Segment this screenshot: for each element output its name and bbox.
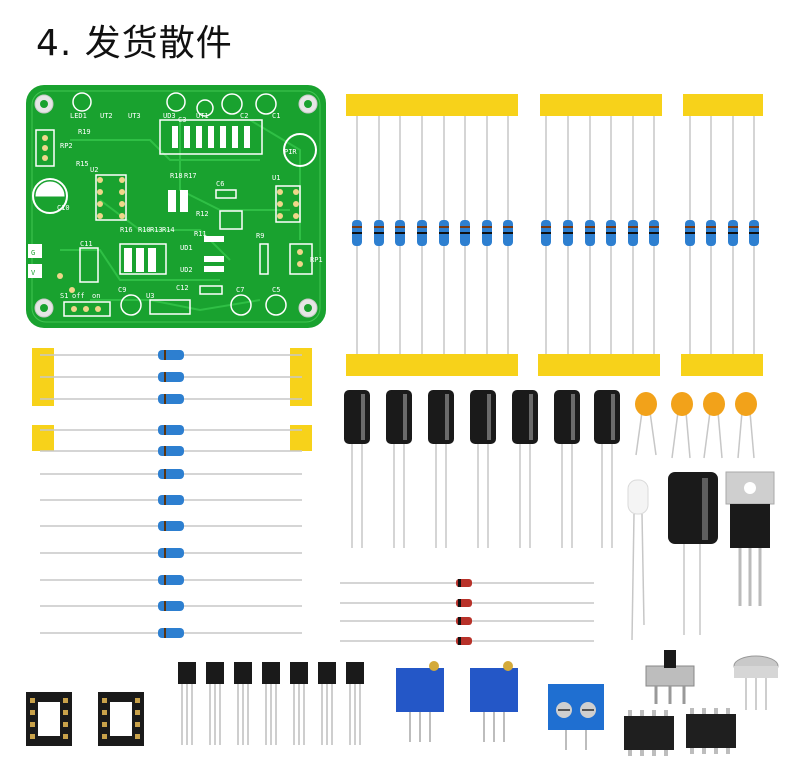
pcb-label: C5 [272,286,280,294]
slide-switch [645,650,695,704]
pcb-label: G [31,249,35,257]
ceramic-capacitors [635,392,757,459]
large-electrolytic-capacitor [668,472,718,635]
pcb-label: R16 [120,226,133,234]
ic-sockets [26,692,144,746]
pcb-label: V [31,269,36,277]
pcb-label: R15 [76,160,89,168]
transistors [178,662,364,745]
pcb-label: RP2 [60,142,73,150]
voltage-regulator [725,471,775,606]
pcb-label: UT3 [128,112,141,120]
pcb-label: C9 [118,286,126,294]
pcb-label: off [72,292,85,300]
pcb-label: C3 [178,116,186,124]
pcb-label: R14 [162,226,175,234]
pcb-label: UD1 [180,244,193,252]
pir-sensor-can [733,655,779,710]
screw-terminal-block [548,684,604,750]
pcb-label: U3 [146,292,154,300]
pcb-label: C7 [236,286,244,294]
pcb-label: R9 [256,232,264,240]
pcb-label: R17 [184,172,197,180]
page-title: 4. 发货散件 [36,23,233,64]
pcb-board: LED1 UT2 UT3 UD3 UT1 C2 C3 C1 RP2 R19 R1… [26,85,326,328]
pcb-label: U2 [90,166,98,174]
pcb-label: R18 [170,172,183,180]
pcb-label: UD3 [163,112,176,120]
pcb-label: UD2 [180,266,193,274]
trimmer-potentiometers [396,661,518,742]
pcb-label: C6 [216,180,224,188]
dip-ics [624,708,736,756]
pcb-label: C2 [240,112,248,120]
pcb-label: S1 [60,292,68,300]
pcb-label: R10 [138,226,151,234]
pcb-label: R11 [194,230,207,238]
pcb-label: RP1 [310,256,323,264]
electrolytic-capacitors [344,390,620,548]
pcb-label: UT1 [196,112,209,120]
led [627,479,649,641]
pcb-label: R12 [196,210,209,218]
pcb-label: on [92,292,100,300]
pcb-label: C1 [272,112,280,120]
pcb-label: R19 [78,128,91,136]
pcb-label: U1 [272,174,280,182]
pcb-label: C11 [80,240,93,248]
pcb-label: LED1 [70,112,87,120]
pcb-label: R13 [150,226,163,234]
resistor-tape-strips [346,94,763,376]
diodes [340,579,594,645]
pcb-label: C10 [57,204,70,212]
pcb-label: PIR [284,148,297,156]
resistor-rows-left [32,348,312,638]
pcb-label: C12 [176,284,189,292]
pcb-label: UT2 [100,112,113,120]
